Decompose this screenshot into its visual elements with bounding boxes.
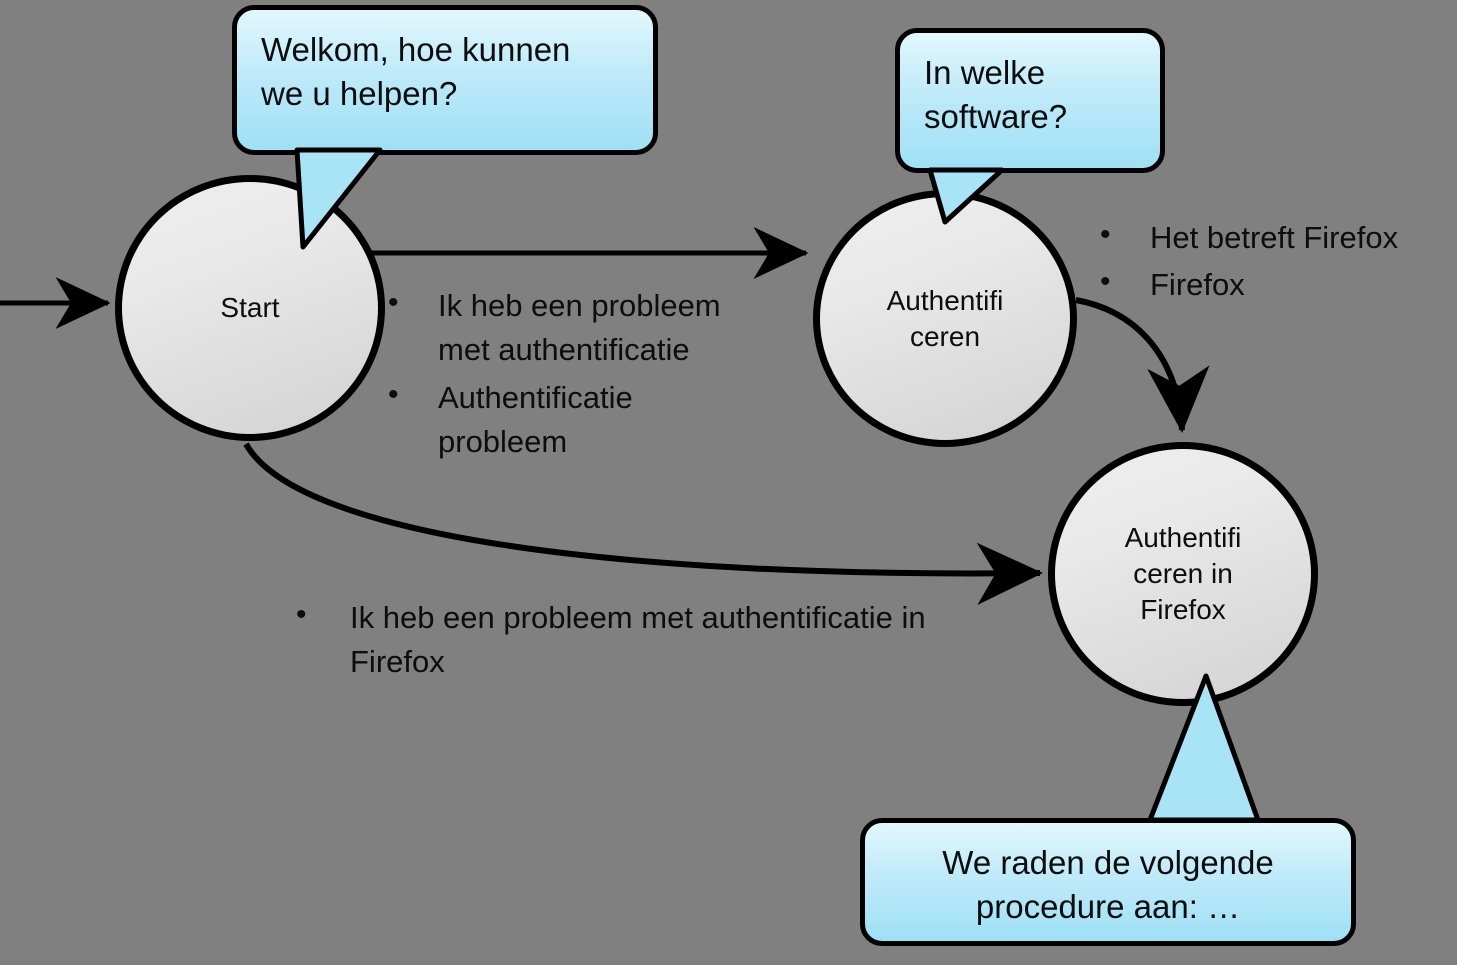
speech-bubble-software[interactable]: In welke software? [895,28,1165,173]
state-node-authentificeren-label: Authentifi ceren [886,284,1004,352]
state-node-start[interactable]: Start [115,175,385,441]
utterance-text: Het betreft Firefox [1150,220,1399,255]
utterances-auth-to-authff: Het betreft Firefox Firefox [1092,214,1452,311]
speech-bubble-welcome[interactable]: Welkom, hoe kunnen we u helpen? [232,5,658,155]
state-node-start-label: Start [220,292,280,324]
list-item: Authentificatie probleem [380,374,780,465]
utterances-start-to-authff: Ik heb een probleem met authentificatie … [288,594,1028,688]
utterance-text: Firefox [1150,267,1245,303]
utterance-text: Ik heb een probleem met authentificatie … [350,600,926,680]
speech-bubble-procedure[interactable]: We raden de volgende procedure aan: … [860,818,1356,946]
list-item: Ik heb een probleem met authentificatie [380,282,780,373]
state-node-authentificeren-in-firefox[interactable]: Authentifi ceren in Firefox [1048,442,1318,706]
speech-bubble-procedure-text: We raden de volgende procedure aan: … [942,844,1274,925]
connector-start-to-authff [243,442,1043,605]
speech-bubble-welcome-text: Welkom, hoe kunnen we u helpen? [261,31,571,112]
state-node-authentificeren[interactable]: Authentifi ceren [813,190,1077,447]
connector-auth-to-authff [1075,297,1210,433]
state-node-authentificeren-in-firefox-label: Authentifi ceren in Firefox [1124,522,1242,625]
speech-bubble-software-text: In welke software? [924,54,1068,135]
utterance-text: Ik heb een probleem met authentificatie [438,288,721,368]
utterance-text: Authentificatie probleem [438,379,633,459]
utterances-start-to-auth: Ik heb een probleem met authentificatie … [380,282,780,467]
list-item: Het betreft Firefox [1092,214,1452,260]
list-item: Ik heb een probleem met authentificatie … [288,594,1028,685]
list-item: Firefox [1092,261,1452,307]
